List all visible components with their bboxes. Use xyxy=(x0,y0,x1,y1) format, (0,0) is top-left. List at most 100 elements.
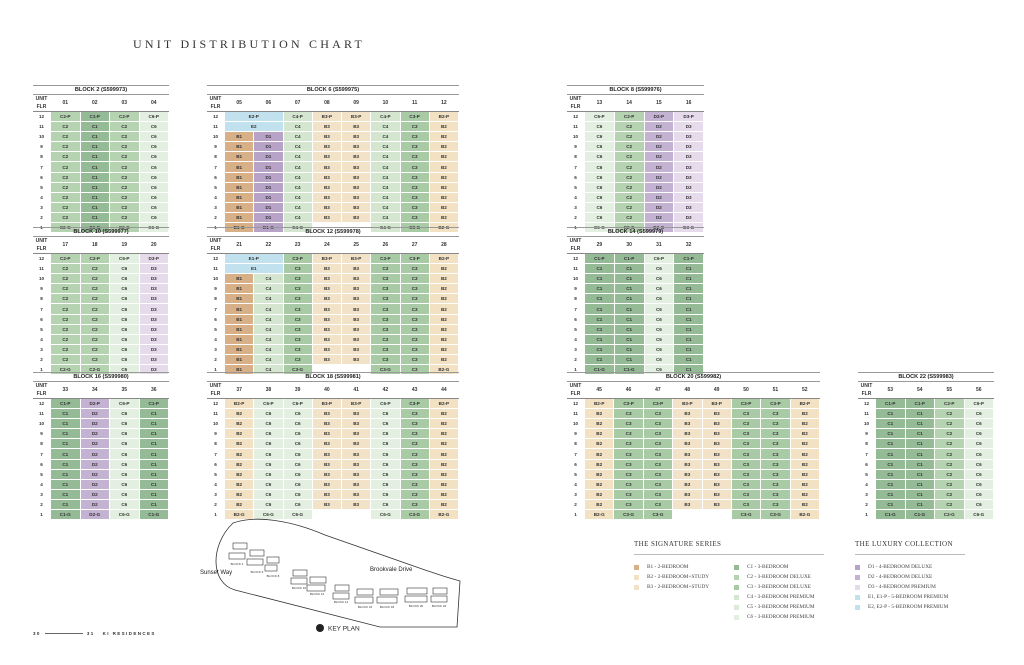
unit-type-cell: C3 xyxy=(760,499,791,511)
unit-type-cell: C6 xyxy=(283,489,313,500)
unit-type-cell: B3 xyxy=(312,121,343,133)
unit-type-cell: C2 xyxy=(109,161,140,173)
corner-label-floor: FLR xyxy=(570,391,581,397)
unit-type-cell: B3 xyxy=(341,151,372,163)
floor-number: 7 xyxy=(567,303,585,315)
unit-type-cell: C3-P xyxy=(731,398,762,410)
unit-type-cell: C3-P xyxy=(400,111,430,123)
floor-number: 5 xyxy=(33,469,51,480)
unit-type-cell: C1-G xyxy=(50,509,81,521)
unit-type-cell: B2-G xyxy=(224,509,255,521)
corner-label-floor: FLR xyxy=(861,391,872,397)
unit-type-cell: C6 xyxy=(139,151,169,163)
unit-type-cell: B2 xyxy=(429,121,460,133)
unit-type-cell: C1 xyxy=(139,408,169,420)
floor-number: 4 xyxy=(207,192,225,203)
unit-type-cell: C6 xyxy=(109,293,140,305)
floor-number: 5 xyxy=(567,324,585,335)
unit-type-cell: E2-P xyxy=(224,111,284,123)
unit-type-cell: C4 xyxy=(283,212,313,224)
unit-type-cell: D3 xyxy=(673,131,704,143)
unit-type-cell: D3 xyxy=(139,344,169,355)
site-boundary xyxy=(215,518,461,628)
unit-type-cell: C3-P xyxy=(283,253,313,265)
unit-type-cell: D3 xyxy=(139,314,169,325)
unit-type-cell: C1 xyxy=(614,344,645,355)
unit-type-cell: C4 xyxy=(370,202,401,213)
unit-number: 27 xyxy=(400,237,430,254)
unit-type-cell: D2 xyxy=(80,469,110,480)
unit-type-cell: B2 xyxy=(429,459,460,470)
unit-type-cell: C1-G xyxy=(139,509,169,521)
unit-type-cell: C6 xyxy=(253,459,284,470)
unit-type-cell: C6 xyxy=(964,479,994,490)
unit-type-cell: C2 xyxy=(50,151,81,163)
floor-number: 5 xyxy=(858,469,876,480)
unit-type-cell: C3 xyxy=(400,263,430,275)
unit-type-cell: B3 xyxy=(312,182,343,193)
unit-type-cell: D3 xyxy=(673,151,704,163)
unit-type-cell: B3 xyxy=(312,469,343,480)
unit-type-cell: C4 xyxy=(370,121,401,133)
compass-icon xyxy=(316,624,324,632)
unit-type-cell: C2-P xyxy=(934,398,965,410)
floor-number: 3 xyxy=(33,489,51,500)
unit-type-cell: C6 xyxy=(109,263,140,275)
building-footprints xyxy=(228,542,448,604)
unit-type-cell: C3 xyxy=(643,499,674,511)
floor-number: 11 xyxy=(567,263,585,275)
floor-number: 1 xyxy=(858,509,876,521)
unit-type-cell: C1 xyxy=(673,324,704,335)
unit-type-cell: C3 xyxy=(400,303,430,315)
unit-type-cell: D2 xyxy=(80,459,110,470)
unit-type-cell: B2-G xyxy=(584,509,615,521)
unit-type-cell: C2 xyxy=(50,172,81,183)
unit-type-cell: B2 xyxy=(429,448,460,460)
unit-type-cell: B3 xyxy=(341,344,372,355)
unit-type-cell: B3 xyxy=(341,448,372,460)
unit-type-cell: C3 xyxy=(731,469,762,480)
floor-number: 8 xyxy=(33,151,51,163)
unit-type-cell: C3-P xyxy=(400,253,430,265)
unit-type-cell: B3 xyxy=(702,428,732,440)
legend-label: C6 - 3-BEDROOM PREMIUM xyxy=(747,614,815,620)
unit-type-cell: C1 xyxy=(50,459,81,470)
corner-label-floor: FLR xyxy=(210,104,221,110)
unit-type-cell: C6 xyxy=(964,489,994,500)
unit-type-cell: B3 xyxy=(702,499,732,511)
unit-number: 30 xyxy=(614,237,645,254)
unit-type-cell: C6 xyxy=(109,448,140,460)
legend-item: C2 - 3-BEDROOM DELUXE xyxy=(734,572,815,582)
unit-type-cell: C1 xyxy=(905,418,935,430)
unit-type-cell: C1 xyxy=(584,303,615,315)
unit-number: 42 xyxy=(370,382,401,399)
unit-type-cell: C1-G xyxy=(584,364,615,376)
unit-type-cell: B3 xyxy=(702,408,732,420)
corner-label-floor: FLR xyxy=(210,391,221,397)
unit-type-cell: C1 xyxy=(80,151,110,163)
unit-type-cell: B2 xyxy=(584,418,615,430)
unit-type-cell: C3 xyxy=(400,418,430,430)
unit-type-cell: C1 xyxy=(139,469,169,480)
floor-number: 4 xyxy=(567,479,585,490)
unit-type-cell: B3 xyxy=(312,428,343,440)
unit-type-cell: D1 xyxy=(253,182,284,193)
floor-number: 9 xyxy=(567,141,585,153)
floor-number: 4 xyxy=(33,192,51,203)
unit-type-cell: C2 xyxy=(50,334,81,345)
unit-type-cell: C2 xyxy=(614,192,645,203)
unit-type-cell: C2 xyxy=(50,354,81,366)
